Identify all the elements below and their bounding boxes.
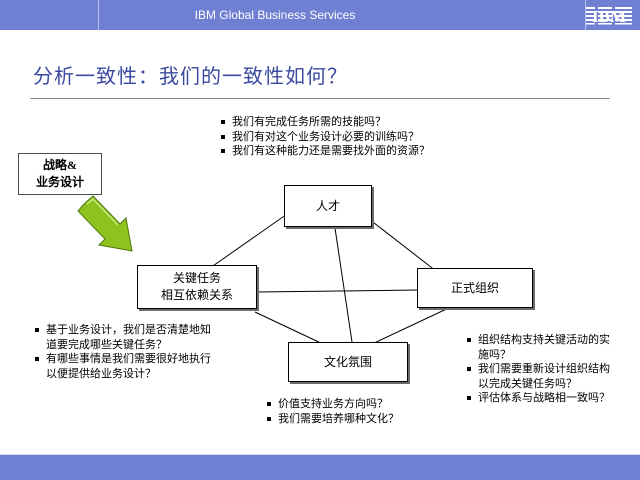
arrow-highlight [86, 197, 119, 226]
link-org-culture [369, 304, 456, 346]
key-tasks-line-2: 相互依赖关系 [160, 288, 233, 302]
formal-org-label: 正式组织 [450, 280, 499, 295]
formal-org-box: 正式组织 [417, 268, 533, 308]
list-item: 基于业务设计，我们是否清楚地知道要完成哪些关键任务？ [34, 323, 212, 352]
tasks-questions: 基于业务设计，我们是否清楚地知道要完成哪些关键任务？ 有哪些事情是我们需要很好地… [34, 323, 212, 381]
link-talent-org [359, 211, 446, 279]
strategy-line-2: 业务设计 [35, 175, 84, 189]
arrow-icon [77, 195, 133, 252]
list-item: 我们有对这个业务设计必要的训练吗？ [220, 130, 430, 145]
culture-box: 文化氛围 [288, 342, 408, 382]
key-tasks-box: 关键任务 相互依赖关系 [137, 265, 257, 309]
culture-label: 文化氛围 [323, 354, 372, 369]
list-item: 价值支持业务方向吗？ [266, 397, 399, 412]
list-item: 我们有这种能力还是需要找外面的资源？ [220, 144, 430, 159]
key-tasks-line-1: 关键任务 [172, 271, 221, 285]
ibm-logo: IBM [586, 7, 632, 26]
strategy-line-1: 战略& [43, 158, 77, 172]
culture-questions: 价值支持业务方向吗？ 我们需要培养哪种文化？ [266, 397, 399, 426]
header-rule [98, 0, 99, 30]
footer-rule [0, 454, 640, 455]
link-talent-culture [334, 227, 353, 343]
link-tasks-org [256, 289, 419, 293]
link-talent-tasks [199, 211, 291, 276]
ibm-logo-text: IBM [592, 7, 626, 26]
list-item: 我们需要培养哪种文化？ [266, 412, 399, 427]
list-item: 评估体系与战略相一致吗？ [466, 391, 616, 406]
header-rule [585, 0, 586, 30]
list-item: 组织结构支持关键活动的实施吗？ [466, 333, 616, 362]
talent-box: 人才 [284, 185, 372, 227]
list-item: 我们有完成任务所需的技能吗？ [220, 115, 430, 130]
list-item: 我们需要重新设计组织结构以完成关键任务吗？ [466, 362, 616, 391]
header-title: IBM Global Business Services [194, 8, 356, 22]
header-bar: IBM Global Business Services IBM [0, 0, 640, 30]
footer-bar [0, 454, 640, 480]
strategy-box: 战略& 业务设计 [18, 153, 102, 195]
talent-questions: 我们有完成任务所需的技能吗？ 我们有对这个业务设计必要的训练吗？ 我们有这种能力… [220, 115, 430, 159]
talent-label: 人才 [315, 198, 340, 213]
page-title: 分析一致性：我们的一致性如何？ [33, 66, 348, 88]
list-item: 有哪些事情是我们需要很好地执行以便提供给业务设计？ [34, 352, 212, 381]
title-divider [30, 98, 610, 99]
org-questions: 组织结构支持关键活动的实施吗？ 我们需要重新设计组织结构以完成关键任务吗？ 评估… [466, 333, 616, 406]
link-tasks-culture [254, 311, 326, 346]
